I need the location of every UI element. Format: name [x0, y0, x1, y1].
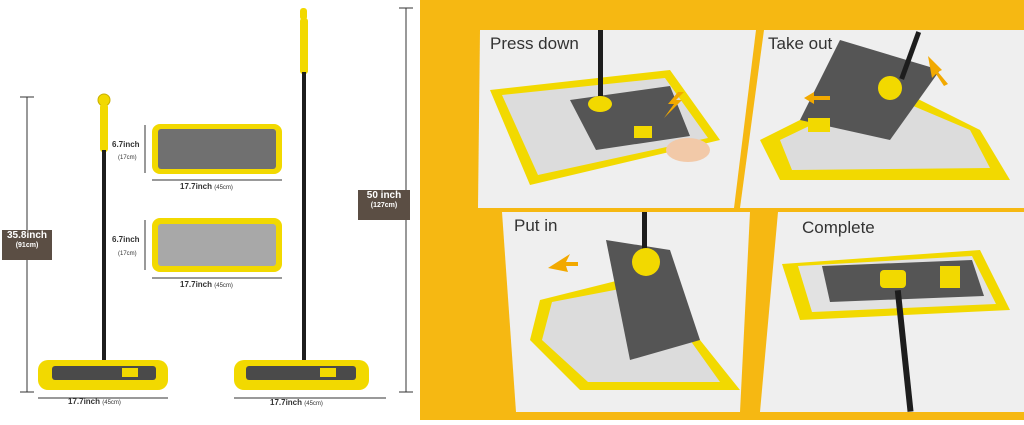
- steps-section: Press down Take out Put in Complete: [420, 0, 1024, 420]
- pad-top-height-label: 6.7inch: [112, 140, 140, 149]
- dimensions-section: 35.8inch (91cm) 50 inch (127cm) 17.7inch…: [0, 0, 430, 420]
- tall-height-sub: (127cm): [370, 201, 398, 209]
- tall-mop-height-tag: 50 inch (127cm): [358, 190, 410, 220]
- pad-top: [144, 124, 282, 181]
- pad-bottom-height-label: 6.7inch: [112, 235, 140, 244]
- pad-top-width-label: 17.7inch (45cm): [180, 182, 233, 191]
- tall-mop: [234, 8, 369, 390]
- tall-height-main: 50 inch: [366, 190, 402, 201]
- short-width-label: 17.7inch (45cm): [68, 397, 121, 406]
- tall-width-label: 17.7inch (45cm): [270, 398, 323, 407]
- dimensions-illustration: [20, 7, 413, 399]
- short-height-main: 35.8inch: [6, 230, 48, 241]
- pad-bottom: [144, 218, 282, 279]
- take-out-mop: [760, 31, 1010, 180]
- step-label-press-down: Press down: [490, 34, 579, 53]
- short-mop: [38, 93, 168, 390]
- step-label-complete: Complete: [802, 218, 875, 237]
- step-label-take-out: Take out: [768, 34, 833, 53]
- pad-bottom-width-label: 17.7inch (45cm): [180, 280, 233, 289]
- pad-bottom-height-sub: (17cm): [118, 251, 137, 257]
- put-in-mop: [530, 212, 740, 390]
- complete-mop: [782, 250, 1010, 412]
- steps-backdrop: [420, 0, 1024, 420]
- step-label-put-in: Put in: [514, 216, 558, 235]
- short-height-sub: (91cm): [15, 241, 39, 249]
- pad-top-height-sub: (17cm): [118, 155, 137, 161]
- press-down-mop: [490, 30, 720, 185]
- short-mop-height-tag: 35.8inch (91cm): [2, 230, 52, 260]
